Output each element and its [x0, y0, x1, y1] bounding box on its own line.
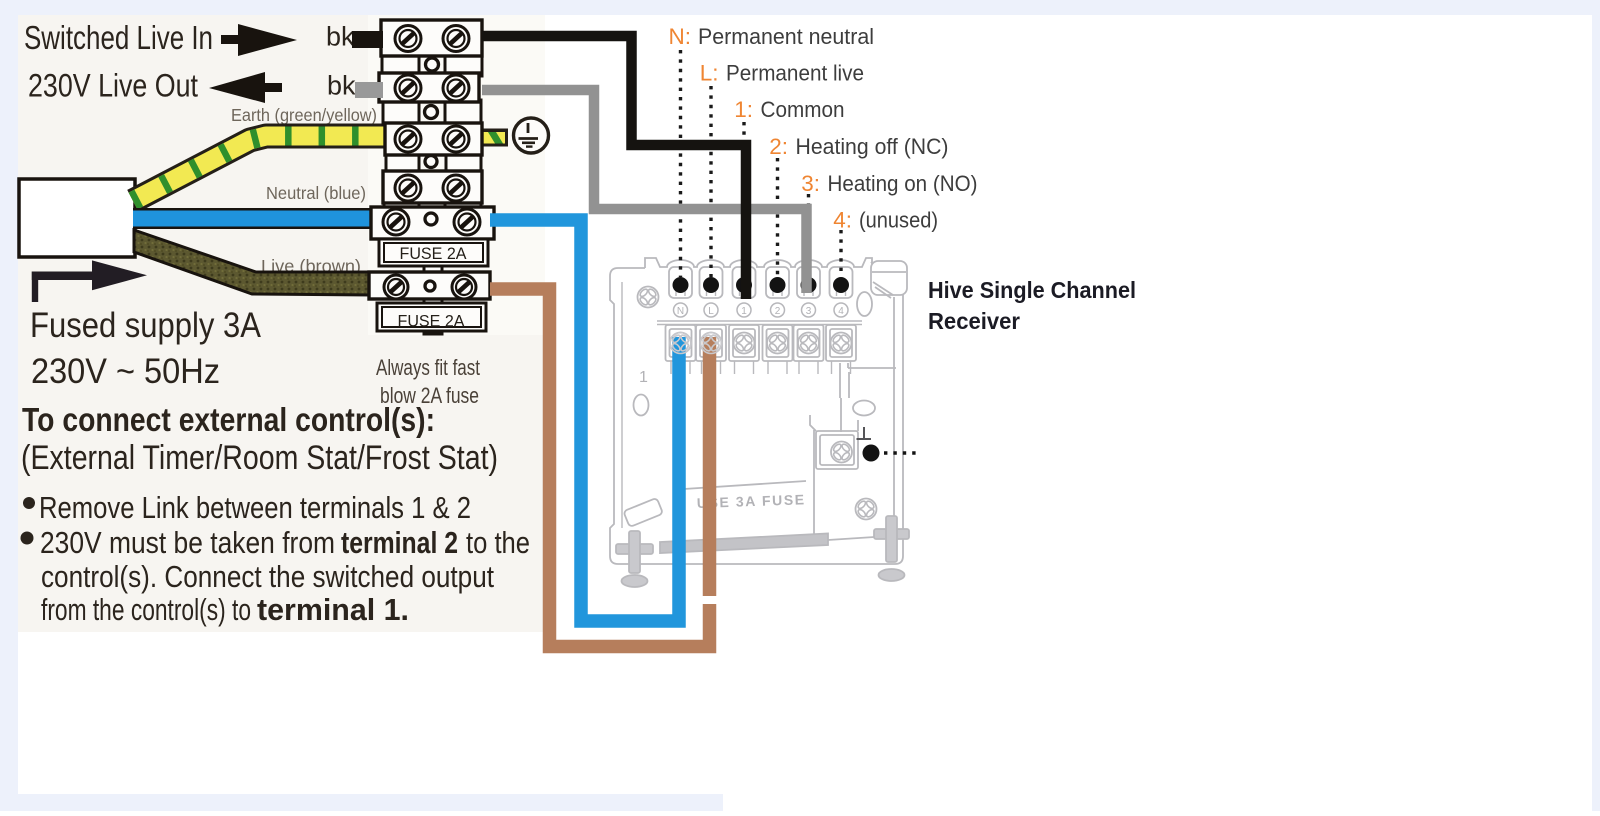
- svg-text:FUSE 2A: FUSE 2A: [398, 312, 466, 331]
- svg-text:4:: 4:: [833, 208, 852, 233]
- svg-text:bk: bk: [326, 22, 355, 52]
- svg-text:Neutral (blue): Neutral (blue): [266, 183, 366, 203]
- svg-text:2:: 2:: [769, 134, 788, 159]
- svg-text:Switched Live In: Switched Live In: [24, 19, 213, 56]
- svg-text:Hive Single Channel: Hive Single Channel: [928, 277, 1136, 303]
- svg-text:N: N: [677, 306, 684, 317]
- svg-text:(unused): (unused): [859, 208, 938, 233]
- svg-text:230V Live Out: 230V Live Out: [28, 68, 198, 104]
- svg-text:Permanent neutral: Permanent neutral: [698, 24, 874, 49]
- svg-text:Heating on (NO): Heating on (NO): [828, 171, 978, 196]
- svg-text:FUSE 2A: FUSE 2A: [400, 244, 468, 263]
- svg-text:1: 1: [741, 306, 747, 317]
- svg-text:1: 1: [639, 369, 648, 386]
- svg-text:Earth (green/yellow): Earth (green/yellow): [231, 105, 377, 125]
- svg-text:Receiver: Receiver: [928, 308, 1020, 334]
- svg-text:L:: L:: [700, 61, 719, 86]
- svg-text:Always fit fast: Always fit fast: [376, 355, 480, 380]
- svg-text:N:: N:: [669, 24, 692, 49]
- svg-text:bk: bk: [327, 71, 356, 101]
- svg-text:blow 2A fuse: blow 2A fuse: [380, 383, 479, 408]
- svg-text:USE 3A FUSE: USE 3A FUSE: [697, 491, 806, 511]
- svg-text:3: 3: [806, 306, 812, 317]
- svg-text:Fused supply 3A: Fused supply 3A: [30, 306, 262, 345]
- svg-text:1:: 1:: [734, 97, 753, 122]
- svg-text:Common: Common: [761, 97, 845, 122]
- svg-text:3:: 3:: [801, 171, 820, 196]
- svg-text:Heating off (NC): Heating off (NC): [796, 134, 949, 159]
- svg-text:2: 2: [775, 306, 781, 317]
- svg-text:4: 4: [838, 306, 844, 317]
- svg-text:(External Timer/Room Stat/Fros: (External Timer/Room Stat/Frost Stat): [21, 439, 498, 477]
- svg-text:Remove Link between terminals: Remove Link between terminals 1 & 2: [39, 490, 471, 525]
- svg-text:To connect external control(s): To connect external control(s):: [22, 401, 435, 438]
- svg-text:230V ~ 50Hz: 230V ~ 50Hz: [31, 352, 220, 391]
- svg-text:Permanent live: Permanent live: [726, 61, 864, 86]
- svg-text:L: L: [708, 306, 714, 317]
- svg-text:control(s). Connect the switch: control(s). Connect the switched output: [41, 559, 494, 594]
